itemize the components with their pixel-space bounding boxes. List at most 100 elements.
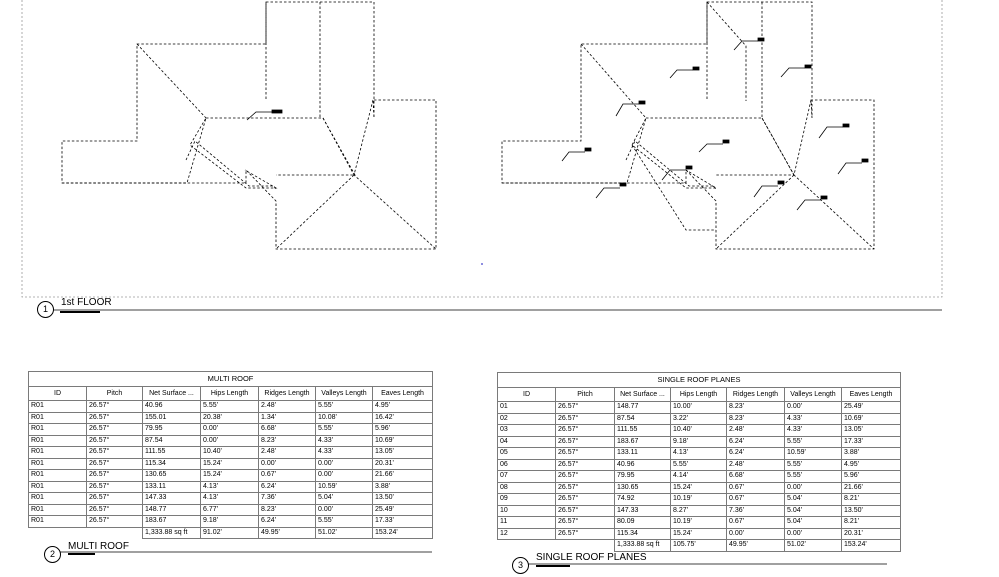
table-cell: 40.96 [142,400,201,413]
table-cell: 5.55' [315,423,373,436]
table-cell: 111.55 [142,446,201,459]
table-cell: 20.31' [840,527,902,540]
table-cell: 87.54 [142,434,201,447]
table-cell: 26.57° [555,470,615,483]
total-cell [556,540,615,552]
table-cell: 26.57° [555,424,615,437]
table-cell: 5.04' [784,504,842,517]
total-cell: 1,333.88 sq ft [614,539,671,552]
table-cell: R01 [28,480,87,493]
table-cell: 8.23' [258,503,316,516]
total-cell: 49.95' [726,539,785,552]
table-cell: 0.00' [315,457,373,470]
table-cell: 10.59' [315,480,373,493]
table-cell: 5.96' [840,470,902,483]
table-cell: 130.65 [614,481,671,494]
table-cell: 133.11 [614,447,671,460]
view-title-1st-floor: 1st FLOOR [61,297,112,308]
table-cell: 10.59' [784,447,842,460]
table-cell: R01 [28,457,87,470]
table-cell: 15.24' [670,527,727,540]
table-cell: 17.33' [371,515,434,528]
column-header: Net Surface ... [142,386,201,401]
table-cell: 5.96' [371,423,434,436]
table-cell: 4.13' [670,447,727,460]
table-cell: 21.66' [371,469,434,482]
table-cell: 26.57° [86,469,143,482]
table-cell: 4.33' [784,424,842,437]
column-header: Hips Length [200,386,259,401]
table-cell: 26.57° [86,515,143,528]
table-cell: 115.34 [142,457,201,470]
table-cell: 8.21' [840,516,902,529]
table-cell: 1.34' [258,411,316,424]
table-cell: 13.50' [371,492,434,505]
table-cell: 5.55' [784,435,842,448]
table-cell: 0.00' [784,527,842,540]
table-cell: 15.24' [200,457,259,470]
table-cell: 25.49' [371,503,434,516]
single-roof-plan [501,1,875,250]
table-cell: 2.48' [258,400,316,413]
table-cell: R01 [28,434,87,447]
table-cell: 5.55' [315,400,373,413]
table-cell: R01 [28,469,87,482]
table-cell: 9.18' [200,515,259,528]
column-header: ID [497,387,556,402]
total-cell [29,527,87,539]
table-cell: 03 [497,424,556,437]
table-cell: 15.24' [670,481,727,494]
table-cell: 17.33' [840,435,902,448]
table-cell: 74.92 [614,493,671,506]
table-cell: 26.57° [555,493,615,506]
table-cell: 0.67' [258,469,316,482]
multi-roof-plan [61,1,437,250]
table-cell: 13.50' [840,504,902,517]
reference-point [481,263,483,265]
column-header: Pitch [555,387,615,402]
column-header: Valleys Length [784,387,842,402]
table-cell: 01 [497,401,556,414]
table-cell: 26.57° [86,480,143,493]
single-roof-tags [561,37,869,211]
table-cell: 02 [497,412,556,425]
table-cell: 04 [497,435,556,448]
table-cell: 8.23' [726,401,785,414]
table-cell: 111.55 [614,424,671,437]
column-header: Hips Length [670,387,727,402]
column-header: ID [28,386,87,401]
table-cell: 6.68' [726,470,785,483]
table-cell: 3.88' [840,447,902,460]
view-number-3: 3 [512,557,529,574]
total-cell: 51.02' [315,526,373,539]
table-cell: R01 [28,515,87,528]
multi-roof-tag [246,109,283,121]
table-cell: 26.57° [86,400,143,413]
table-cell: R01 [28,503,87,516]
table-cell: 5.04' [315,492,373,505]
table-cell: 26.57° [555,412,615,425]
table-cell: 155.01 [142,411,201,424]
table-cell: 0.00' [726,527,785,540]
view-title-lines [52,309,942,567]
table-cell: 6.24' [726,447,785,460]
table-cell: 0.00' [200,434,259,447]
table-cell: 79.95 [142,423,201,436]
table-cell: 13.05' [371,446,434,459]
table-cell: 5.55' [200,400,259,413]
table-cell: 8.23' [726,412,785,425]
table-cell: 115.34 [614,527,671,540]
table-cell: 0.00' [315,469,373,482]
table-cell: 3.88' [371,480,434,493]
